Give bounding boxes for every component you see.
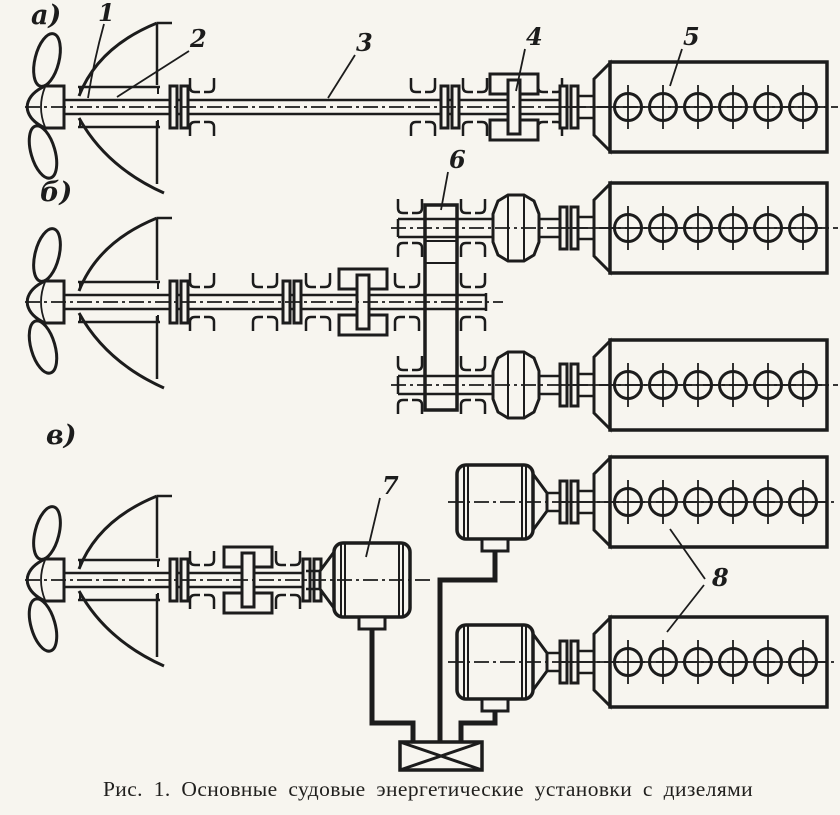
figure-caption: Рис. 1. Основные судовые энергетические … bbox=[103, 777, 753, 801]
arrangement-direct-drive bbox=[24, 23, 829, 193]
callout-3-shafting: 3 bbox=[356, 28, 373, 57]
arrangement-geared-drive bbox=[24, 181, 829, 432]
callout-4-thrust-bearing: 4 bbox=[526, 22, 543, 51]
callouts: а) б) в) 1 2 3 4 5 6 7 8 bbox=[31, 0, 729, 633]
propulsion-electric-motor bbox=[304, 541, 412, 631]
generator-cable bbox=[437, 551, 498, 742]
main-switchboard bbox=[398, 740, 484, 772]
callout-8-generator-diesels: 8 bbox=[711, 563, 729, 592]
generator-cable bbox=[458, 711, 498, 742]
motor-cable bbox=[369, 629, 416, 742]
callout-5-engine: 5 bbox=[683, 22, 700, 51]
callout-1-shaft: 1 bbox=[98, 0, 115, 27]
panel-label-b: б) bbox=[40, 177, 72, 208]
callout-6-gearbox: 6 bbox=[449, 145, 466, 174]
reduction-gearbox bbox=[423, 203, 459, 412]
generator bbox=[455, 623, 563, 713]
callout-7-motor: 7 bbox=[382, 471, 399, 500]
callout-2-stern-tube: 2 bbox=[189, 24, 207, 53]
centerlines bbox=[25, 106, 838, 663]
panel-label-a: а) bbox=[31, 0, 61, 31]
panel-label-v: в) bbox=[46, 420, 77, 451]
arrangement-diesel-electric bbox=[24, 455, 829, 772]
generator bbox=[455, 463, 563, 553]
